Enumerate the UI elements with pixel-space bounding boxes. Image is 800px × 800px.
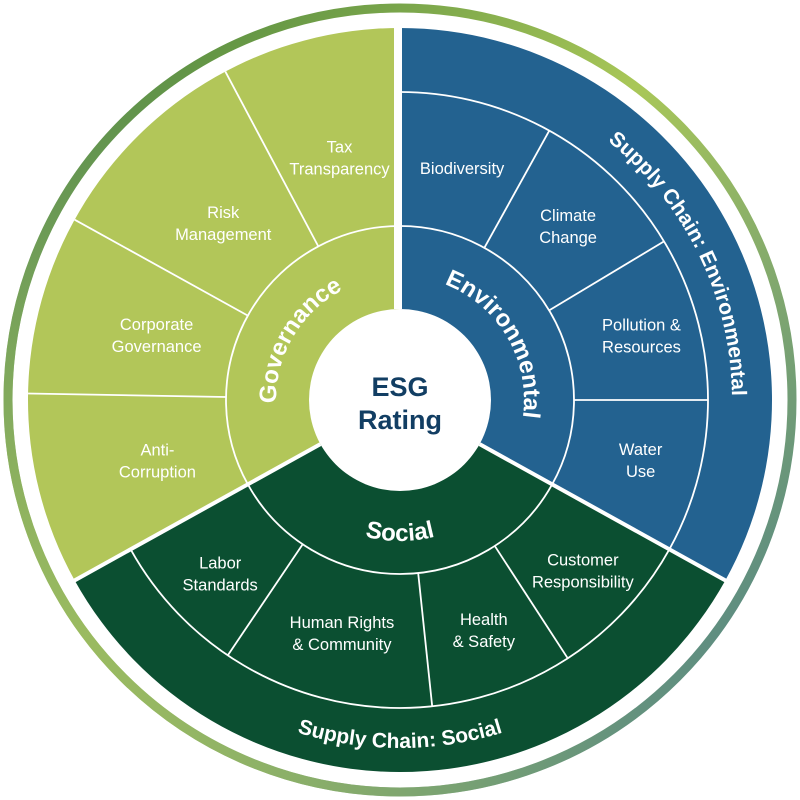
topic-label-line: Corporate xyxy=(120,316,193,334)
topic-label-line: Anti- xyxy=(140,441,174,459)
topic-label: Biodiversity xyxy=(420,160,505,178)
topic-label-line: Management xyxy=(175,226,272,244)
topic-label-line: & Safety xyxy=(453,633,516,651)
topic-label: Health & Safety xyxy=(453,611,516,651)
topic-label-line: & Community xyxy=(292,636,392,654)
pillar-segment-governance xyxy=(27,28,401,581)
topic-label-line: Water xyxy=(619,441,663,459)
topic-divider-governance-1 xyxy=(74,218,249,317)
topic-divider-governance-0 xyxy=(28,392,227,398)
topic-label-line: Corruption xyxy=(119,463,196,481)
topic-label: Pollution & Resources xyxy=(602,316,681,356)
topic-label-line: Climate xyxy=(540,207,596,225)
pillar-boundary-governance xyxy=(71,442,322,584)
topic-label-line: Transparency xyxy=(289,160,390,178)
topic-label-line: Tax xyxy=(327,138,353,156)
pillar-segment-environmental xyxy=(400,28,772,581)
topic-divider-governance-2 xyxy=(224,71,320,247)
supply-chain-arc-environmental xyxy=(399,91,709,550)
pillar-boundary-social xyxy=(478,442,729,584)
topic-label-line: Human Rights xyxy=(290,614,395,632)
topic-divider-social-2 xyxy=(227,543,304,656)
topic-label-line: Biodiversity xyxy=(420,160,505,178)
topic-divider-environmental-0 xyxy=(483,130,551,249)
topic-divider-social-1 xyxy=(417,572,434,707)
supply-chain-arc-social xyxy=(129,548,671,709)
topic-label-line: Customer xyxy=(547,551,619,569)
dividers xyxy=(28,26,729,709)
topic-label-line: Pollution & xyxy=(602,316,681,334)
center-label-line-2: Rating xyxy=(358,405,442,435)
band-arc-environmental xyxy=(399,225,575,485)
pillar-segments xyxy=(27,28,772,772)
topic-label-line: Governance xyxy=(112,338,202,356)
pillar-label-social: Social xyxy=(364,516,437,547)
topic-label-line: Use xyxy=(626,463,655,481)
topic-label-line: Responsibility xyxy=(532,573,635,591)
center-circle xyxy=(309,309,491,491)
topic-label: Anti- Corruption xyxy=(119,441,196,481)
topic-label-line: Risk xyxy=(207,204,240,222)
topic-label-line: Standards xyxy=(183,577,258,595)
topic-divider-environmental-1 xyxy=(548,240,665,312)
topic-label-line: Resources xyxy=(602,338,681,356)
band-arc-governance xyxy=(225,225,401,485)
topic-label: Human Rights & Community xyxy=(290,614,395,654)
center-label-line-1: ESG xyxy=(371,372,428,402)
band-arc-social xyxy=(247,483,553,575)
pillar-segment-social xyxy=(74,443,726,772)
topic-label-line: Labor xyxy=(199,555,242,573)
topic-label-line: Change xyxy=(539,229,597,247)
topic-divider-social-0 xyxy=(494,545,569,659)
topic-label-line: Health xyxy=(460,611,508,629)
outer-ring-overlay xyxy=(3,3,797,797)
